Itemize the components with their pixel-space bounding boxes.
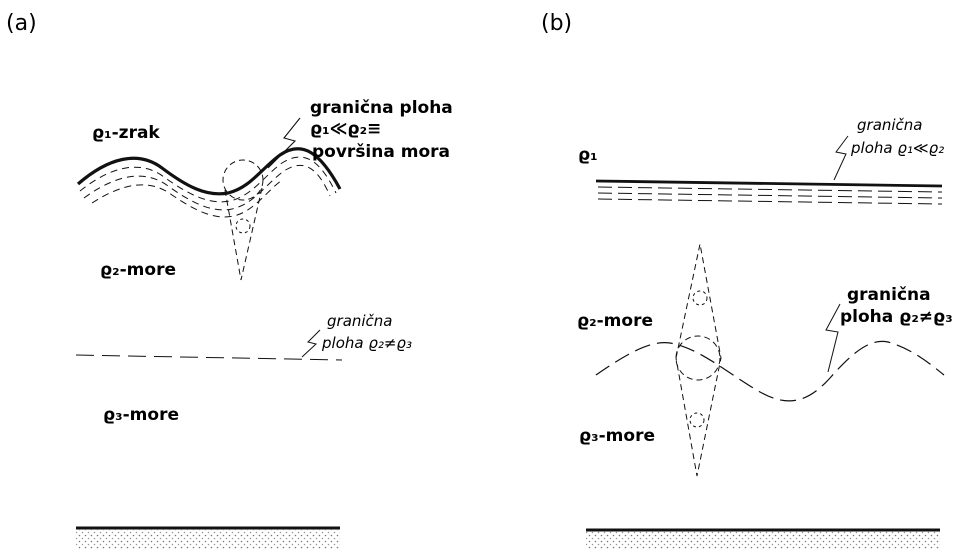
rho1-label: ϱ₁	[578, 145, 598, 165]
lower-sea-label: ϱ₃-more	[103, 405, 179, 425]
flat-sea-surface	[595, 179, 943, 188]
sub-surface-dashed-line	[91, 179, 283, 218]
sub-surface-dashed-line	[79, 156, 337, 203]
sub-surface-dashed-line	[83, 164, 331, 211]
sea-bottom-sediment	[76, 529, 340, 549]
sub-surface-dashed-line	[597, 192, 943, 199]
sea-bottom-sediment	[586, 531, 940, 549]
surface-pointer-arrow	[833, 135, 849, 181]
sea-surface-wave	[76, 147, 342, 196]
surface-note-line2: ploha ϱ₁≪ϱ₂	[850, 139, 944, 157]
panel-a-label: (a)	[6, 11, 37, 36]
upper-sea-label: ϱ₂-more	[577, 311, 653, 331]
surface-note-line1: granična	[857, 116, 923, 134]
surface-pointer-arrow	[267, 117, 301, 169]
density-interface-dashed-line	[75, 354, 343, 361]
internal-wave-dashed	[595, 340, 945, 402]
cone-dashed-line	[240, 187, 263, 281]
lower-sea-label: ϱ₃-more	[579, 426, 655, 446]
interface-pointer-arrow	[301, 329, 321, 358]
upper-sea-label: ϱ₂-more	[100, 260, 176, 280]
interface-note-line1: granična	[847, 285, 931, 305]
air-layer-label: ϱ₁-zrak	[92, 123, 160, 143]
surface-note-line3: površina mora	[312, 142, 450, 162]
cone-dashed-line	[224, 189, 242, 281]
cone-small-circle	[689, 412, 705, 428]
interface-pointer-arrow	[825, 303, 841, 373]
surface-note-line2: ϱ₁≪ϱ₂≡	[310, 119, 381, 139]
cone-small-circle	[692, 290, 708, 306]
cone-small-circle	[235, 218, 251, 234]
panel-a: (a) ϱ₁-zrak granična ploha ϱ₁≪ϱ₂≡ površi…	[6, 11, 453, 549]
cone-dashed-line	[675, 243, 722, 477]
surface-note-line1: granična ploha	[310, 98, 453, 118]
sub-surface-dashed-line	[597, 186, 943, 193]
surface-highlight-circle	[222, 159, 264, 201]
panel-b-label: (b)	[541, 11, 572, 36]
interface-note-line2: ploha ϱ₂≠ϱ₃	[840, 307, 953, 327]
interface-highlight-circle	[675, 335, 721, 381]
panel-b: (b) ϱ₁ granična ploha ϱ₁≪ϱ₂ ϱ₂-more gran…	[541, 11, 953, 549]
interface-note-line2: ploha ϱ₂≠ϱ₃	[321, 334, 412, 352]
interface-note-line1: granična	[327, 312, 393, 330]
sub-surface-dashed-line	[597, 198, 943, 205]
